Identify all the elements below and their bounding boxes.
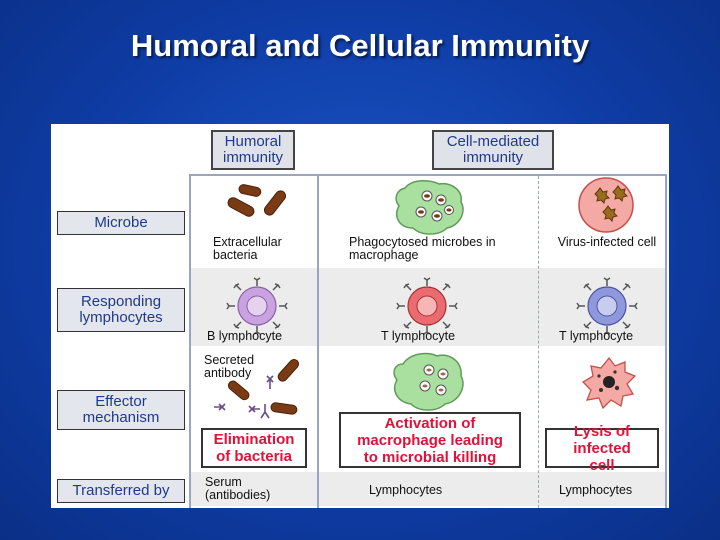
label-lymphocytes-1: Lymphocytes [369, 483, 443, 497]
slide-title: Humoral and Cellular Immunity [130, 28, 590, 63]
dashed-divider [538, 176, 539, 508]
lysed-cell-icon [581, 356, 637, 410]
row-top-border [189, 174, 667, 176]
row-label-responding: Responding lymphocytes [57, 288, 185, 332]
row-label-microbe: Microbe [57, 211, 185, 235]
diagram-panel: Humoral immunity Cell-mediated immunity … [51, 124, 669, 508]
label-virus-infected-cell: Virus-infected cell [557, 235, 657, 249]
label-t-lymphocyte-2: T lymphocyte [559, 329, 634, 343]
activated-macrophage-icon [393, 352, 464, 411]
b-lymphocyte-icon [226, 277, 288, 335]
activation-of-macrophage-box: Activation of macrophage leading to micr… [339, 412, 521, 468]
column-divider-left [189, 174, 191, 508]
t-lymphocyte-blue-icon [576, 277, 638, 335]
label-t-lymphocyte-1: T lymphocyte [381, 329, 456, 343]
row-label-transferred: Transferred by [57, 479, 185, 503]
column-divider-mid [317, 174, 319, 508]
band-transferred [191, 472, 667, 506]
macrophage-icon [395, 180, 464, 235]
header-cell-mediated: Cell-mediated immunity [432, 130, 554, 170]
label-serum-antibodies: Serum (antibodies) [205, 475, 271, 502]
elimination-of-bacteria-box: Elimination of bacteria [201, 428, 307, 468]
extracellular-bacteria-icon [227, 184, 287, 217]
lysis-of-infected-cell-box: Lysis of infected cell [545, 423, 659, 474]
label-lymphocytes-2: Lymphocytes [559, 483, 633, 497]
virus-infected-cell-icon [578, 177, 634, 233]
label-phagocytosed-microbes: Phagocytosed microbes in macrophage [349, 235, 496, 262]
antibody-bacteria-icon [214, 359, 300, 419]
label-secreted-antibody: Secreted antibody [204, 353, 255, 380]
label-extracellular-bacteria: Extracellular bacteria [213, 235, 282, 262]
row-label-effector: Effector mechanism [57, 390, 185, 430]
t-lymphocyte-red-icon [396, 277, 458, 335]
label-b-lymphocyte: B lymphocyte [207, 329, 283, 343]
header-humoral: Humoral immunity [211, 130, 295, 170]
column-divider-right [665, 174, 667, 508]
